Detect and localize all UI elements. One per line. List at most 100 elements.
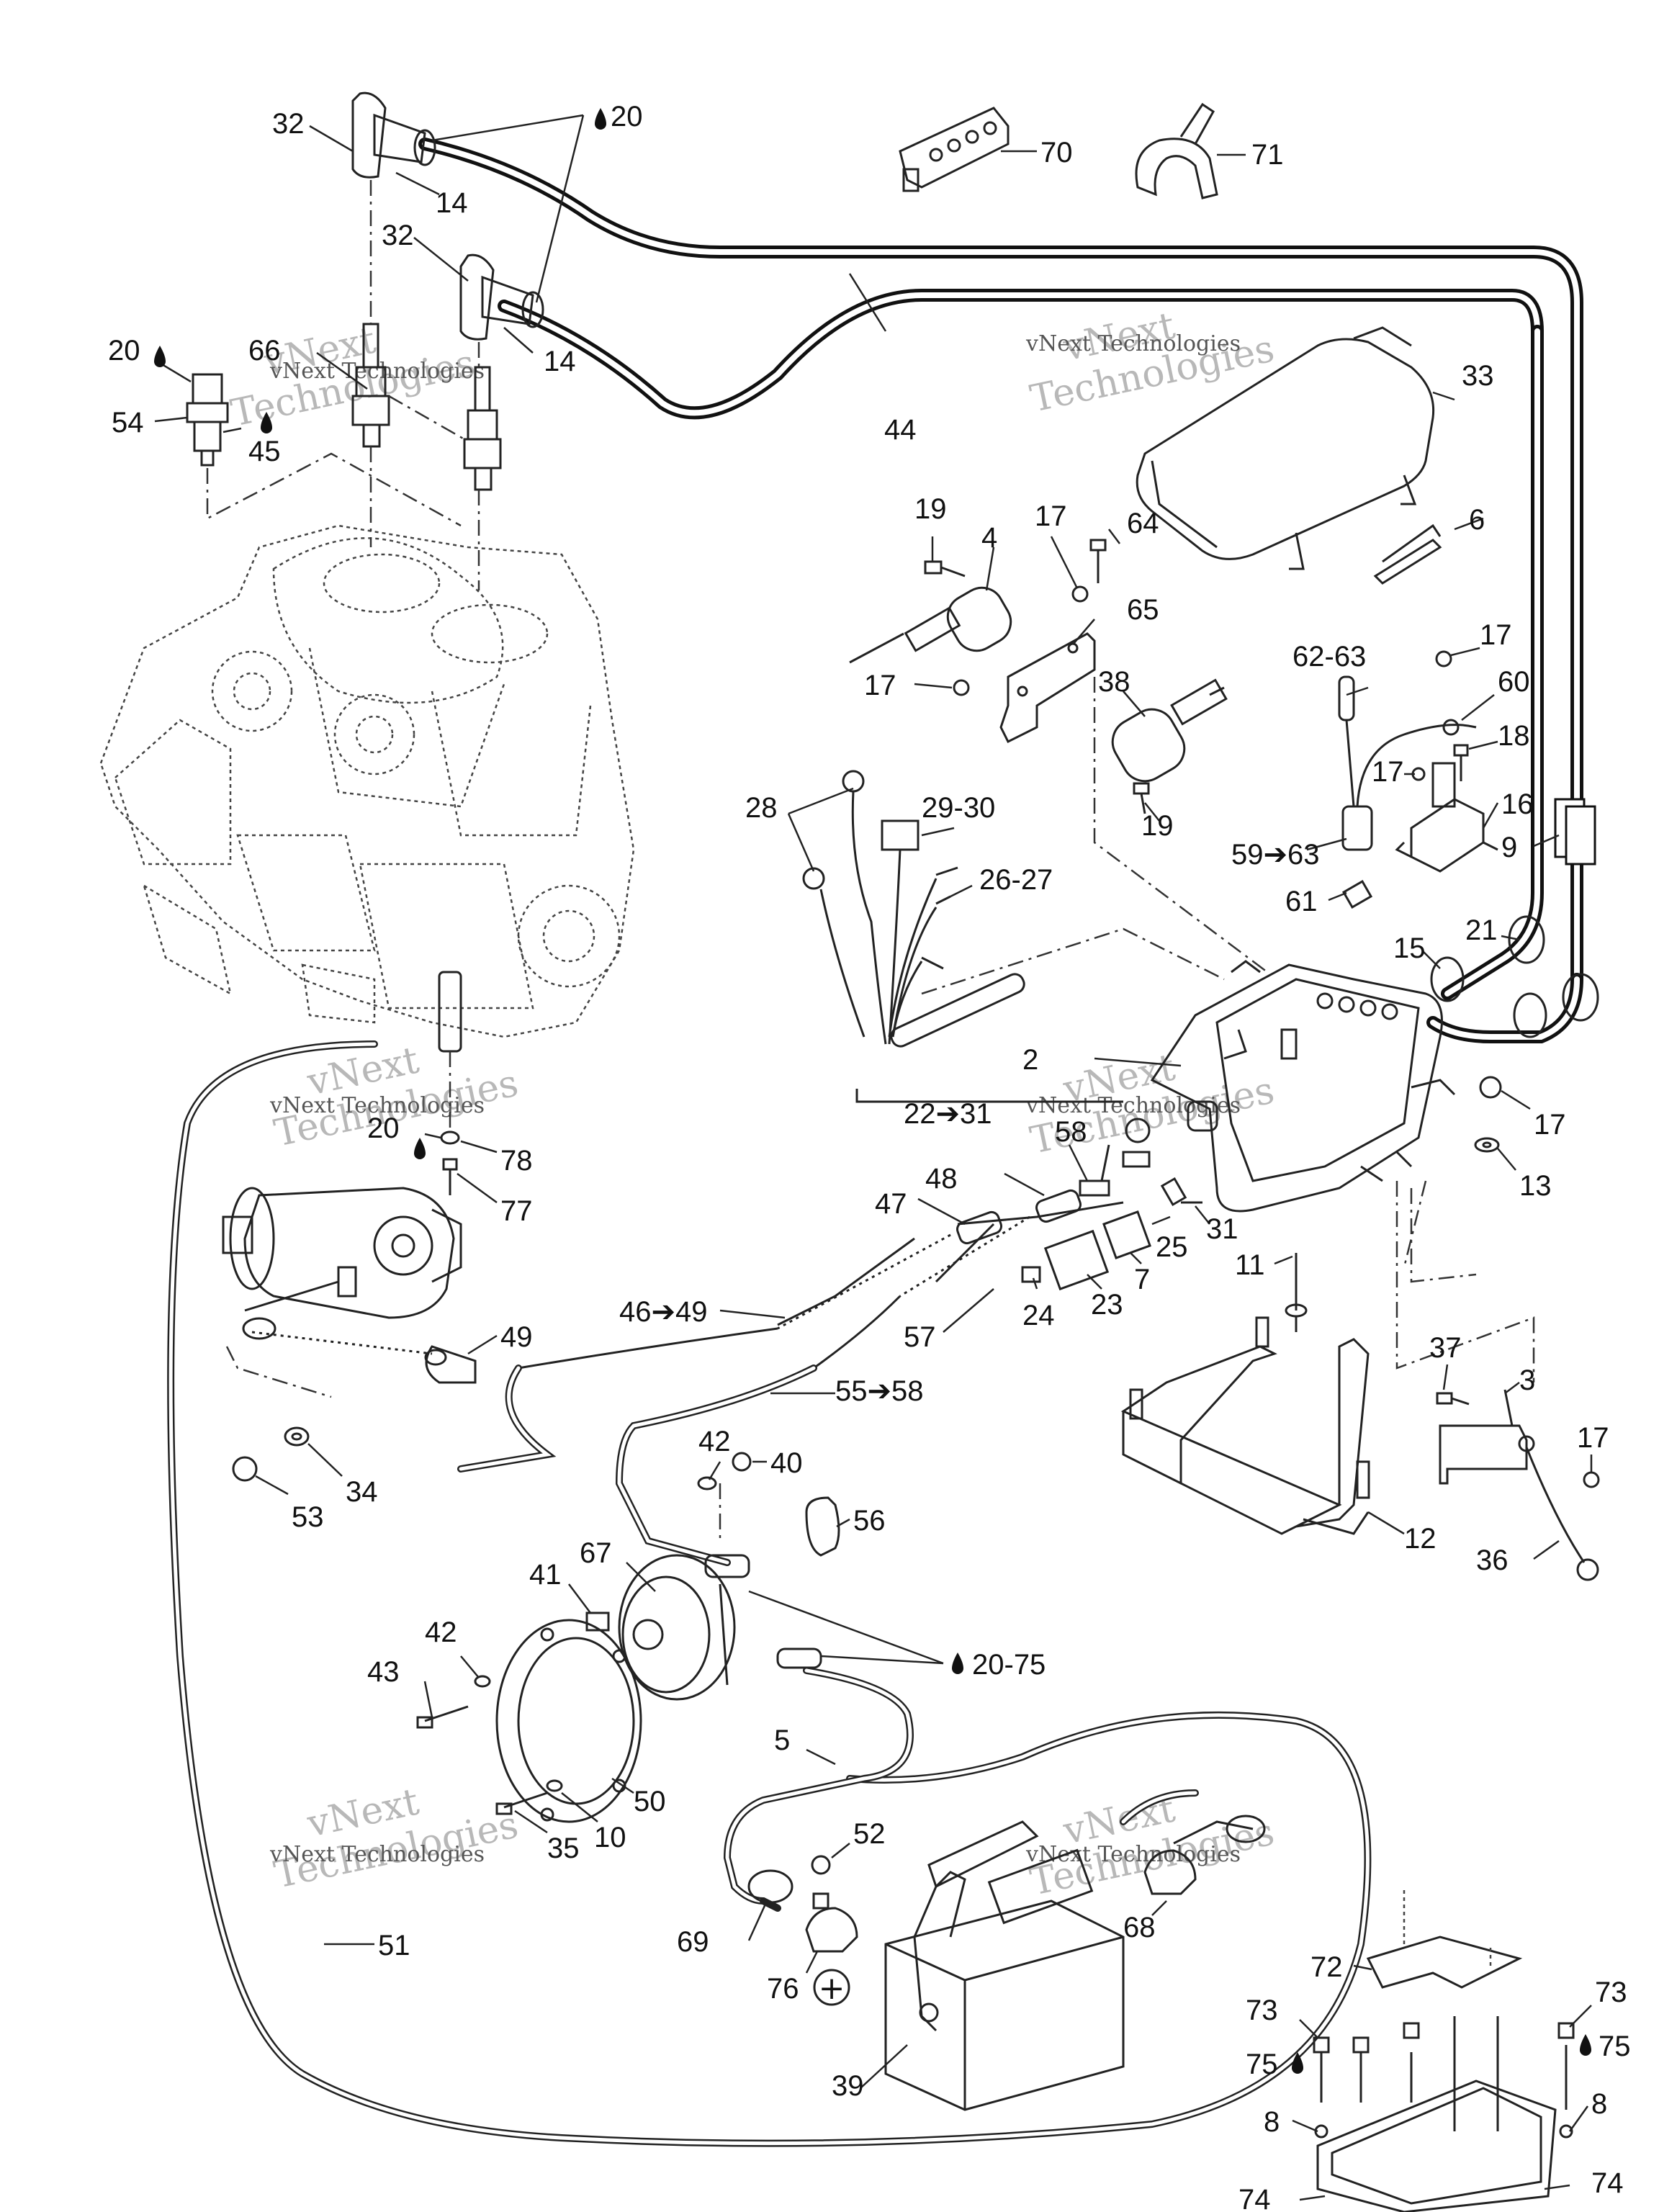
- callout-75: 75: [1246, 2049, 1278, 2080]
- callout-48: 48: [925, 1163, 958, 1195]
- callout-59-63: 59➔63: [1231, 839, 1320, 871]
- callout-52: 52: [853, 1818, 886, 1850]
- watermark-small: vNext Technologies: [269, 1842, 485, 1867]
- callout-28: 28: [745, 792, 778, 824]
- ground-strap-36: [1518, 1435, 1599, 1581]
- callout-64: 64: [1127, 508, 1159, 539]
- spark-plug-cap-upper: [351, 91, 436, 179]
- callout-37: 37: [1429, 1332, 1462, 1364]
- grommet-21: [1508, 915, 1599, 1022]
- callout-56: 56: [853, 1505, 886, 1537]
- drop-icon: [261, 412, 272, 433]
- nut-40: [732, 1452, 752, 1472]
- callout-73: 73: [1595, 1977, 1627, 2008]
- watermark-small: vNext Technologies: [1025, 1093, 1241, 1118]
- callout-35: 35: [547, 1833, 580, 1864]
- callout-19: 19: [914, 493, 947, 525]
- spark-plug-right: [463, 366, 502, 491]
- clip-24: [1021, 1266, 1041, 1283]
- ignition-coil-38: [1111, 678, 1228, 783]
- callout-10: 10: [594, 1822, 626, 1853]
- callout-68: 68: [1123, 1912, 1156, 1943]
- callout-66: 66: [248, 335, 281, 367]
- callout-45: 45: [248, 436, 281, 467]
- callout-77: 77: [500, 1195, 533, 1227]
- callout-53: 53: [292, 1501, 324, 1533]
- callout-41: 41: [529, 1559, 562, 1591]
- callout-23: 23: [1091, 1289, 1123, 1321]
- callout-5: 5: [774, 1725, 790, 1756]
- washer-13: [1474, 1137, 1500, 1153]
- boot-56: [805, 1496, 840, 1557]
- callout-20: 20: [611, 101, 643, 132]
- spark-plug-cap-lower: [459, 253, 544, 341]
- battery-tray-74: [1316, 2080, 1557, 2212]
- fuse-holder: [1338, 675, 1477, 851]
- coil-bracket-65: [999, 632, 1096, 744]
- callout-57: 57: [904, 1321, 936, 1353]
- callout-70: 70: [1040, 137, 1073, 168]
- callout-4: 4: [981, 522, 997, 554]
- drop-icon: [1292, 2052, 1303, 2074]
- callout-50: 50: [634, 1786, 666, 1817]
- drop-icon: [1580, 2034, 1591, 2056]
- ring-terminal-49: [424, 1345, 477, 1384]
- callout-42: 42: [698, 1426, 731, 1457]
- callout-36: 36: [1476, 1545, 1509, 1576]
- nut-17-box: [1479, 1076, 1502, 1099]
- callout-54: 54: [112, 407, 144, 439]
- flange-plate-50: [495, 1619, 642, 1823]
- callout-labels: 32 20 14 32 14 20 66 54 45 44 70 71 33 6…: [108, 101, 1631, 2212]
- leader-lines: [154, 114, 1593, 2201]
- screw-43: [416, 1705, 469, 1729]
- grommet-15: [1430, 956, 1547, 1038]
- callout-19: 19: [1141, 810, 1174, 842]
- callout-72: 72: [1310, 1951, 1343, 1983]
- screw-77: [442, 1158, 458, 1195]
- washer-10: [546, 1779, 563, 1792]
- callout-39: 39: [832, 2070, 864, 2102]
- callout-62-63: 62-63: [1292, 641, 1366, 673]
- bolt-64: [1089, 539, 1107, 583]
- callout-76: 76: [767, 1973, 799, 2005]
- callout-34: 34: [346, 1476, 378, 1508]
- callout-55-58: 55➔58: [835, 1375, 924, 1407]
- callout-58: 58: [1055, 1116, 1087, 1148]
- nut-17-relay: [1435, 650, 1452, 667]
- callout-12: 12: [1404, 1523, 1437, 1555]
- callout-61: 61: [1285, 886, 1318, 917]
- callout-18: 18: [1498, 720, 1530, 752]
- callout-3: 3: [1519, 1364, 1535, 1396]
- callout-8: 8: [1591, 2088, 1607, 2120]
- ground-cable-top: [1120, 1789, 1199, 1825]
- battery-clamp-76: [805, 1892, 858, 1953]
- callout-17: 17: [1577, 1422, 1609, 1454]
- washer-42-lower: [474, 1675, 491, 1688]
- nut-17-upper: [1071, 585, 1089, 603]
- callout-47: 47: [875, 1188, 907, 1220]
- watermark-small: vNext Technologies: [1025, 1842, 1241, 1867]
- callout-21: 21: [1465, 914, 1498, 946]
- fuse-61: [1341, 880, 1373, 909]
- callout-17: 17: [1534, 1109, 1566, 1141]
- callout-17: 17: [864, 670, 896, 701]
- battery: [884, 1848, 1125, 2111]
- callout-9: 9: [1501, 832, 1517, 863]
- callout-20-75: 20-75: [972, 1649, 1046, 1681]
- temperature-sensor: [186, 373, 229, 467]
- drop-icon: [952, 1653, 963, 1674]
- battery-hold-down-72: [1366, 1936, 1523, 1989]
- washer-34: [284, 1426, 310, 1447]
- callout-29-30: 29-30: [922, 792, 995, 824]
- callout-25: 25: [1156, 1231, 1188, 1263]
- callout-74: 74: [1591, 2167, 1624, 2199]
- callout-51: 51: [378, 1930, 410, 1961]
- callout-75: 75: [1599, 2031, 1631, 2062]
- callout-20: 20: [367, 1112, 400, 1144]
- box-cover: [1136, 326, 1435, 570]
- connector-25: [1102, 1210, 1151, 1259]
- callout-8: 8: [1264, 2106, 1280, 2138]
- callout-67: 67: [580, 1537, 612, 1569]
- engine-outline: [99, 524, 635, 1053]
- connector-housing-70: [899, 107, 1010, 192]
